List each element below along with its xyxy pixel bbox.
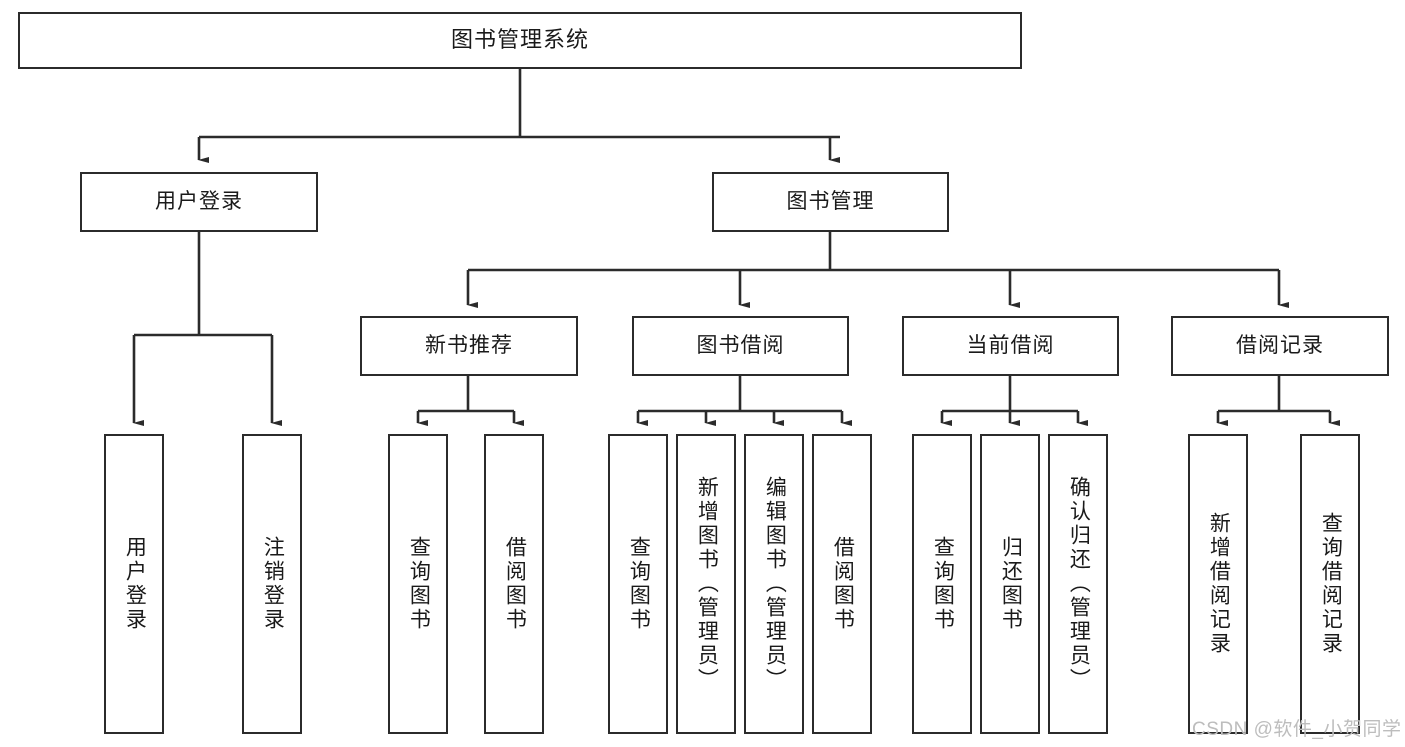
node-root-system[interactable]: 图书管理系统 [18, 12, 1022, 69]
leaf-new-book-borrow[interactable]: 借阅图书 [484, 434, 544, 734]
leaf-borrow-borrow-book[interactable]: 借阅图书 [812, 434, 872, 734]
leaf-records-add-record[interactable]: 新增借阅记录 [1188, 434, 1248, 734]
leaf-new-book-query-label: 查询图书 [407, 536, 431, 632]
node-current-borrow-label: 当前借阅 [966, 334, 1055, 358]
node-user-login-label: 用户登录 [155, 190, 243, 214]
leaf-borrow-edit-book-admin-label: 编辑图书（管理员） [763, 476, 787, 692]
leaf-current-query-book[interactable]: 查询图书 [912, 434, 972, 734]
leaf-new-book-borrow-label: 借阅图书 [503, 536, 527, 632]
node-new-book-recommend[interactable]: 新书推荐 [360, 316, 578, 376]
node-root-system-label: 图书管理系统 [450, 27, 589, 53]
node-book-borrow[interactable]: 图书借阅 [632, 316, 849, 376]
csdn-watermark: CSDN @软件_小贺同学 [1192, 719, 1402, 740]
node-borrow-records[interactable]: 借阅记录 [1171, 316, 1389, 376]
leaf-borrow-add-book-admin[interactable]: 新增图书（管理员） [676, 434, 736, 734]
leaf-new-book-query[interactable]: 查询图书 [388, 434, 448, 734]
leaf-borrow-query-book-label: 查询图书 [627, 536, 651, 632]
leaf-current-query-book-label: 查询图书 [931, 536, 955, 632]
leaf-user-login-signout-label: 注销登录 [261, 536, 285, 632]
node-new-book-recommend-label: 新书推荐 [425, 334, 513, 358]
node-user-login[interactable]: 用户登录 [80, 172, 318, 232]
leaf-borrow-borrow-book-label: 借阅图书 [831, 536, 855, 632]
leaf-records-query-record-label: 查询借阅记录 [1319, 512, 1343, 656]
leaf-user-login-signin-label: 用户登录 [123, 536, 147, 632]
leaf-user-login-signout[interactable]: 注销登录 [242, 434, 302, 734]
node-current-borrow[interactable]: 当前借阅 [902, 316, 1119, 376]
node-borrow-records-label: 借阅记录 [1236, 334, 1324, 358]
leaf-current-confirm-return-admin[interactable]: 确认归还（管理员） [1048, 434, 1108, 734]
leaf-current-return-book[interactable]: 归还图书 [980, 434, 1040, 734]
node-book-borrow-label: 图书借阅 [696, 334, 785, 358]
leaf-records-query-record[interactable]: 查询借阅记录 [1300, 434, 1360, 734]
leaf-borrow-edit-book-admin[interactable]: 编辑图书（管理员） [744, 434, 804, 734]
leaf-current-return-book-label: 归还图书 [999, 536, 1023, 632]
leaf-user-login-signin[interactable]: 用户登录 [104, 434, 164, 734]
leaf-current-confirm-return-admin-label: 确认归还（管理员） [1067, 476, 1091, 692]
leaf-borrow-query-book[interactable]: 查询图书 [608, 434, 668, 734]
leaf-records-add-record-label: 新增借阅记录 [1207, 512, 1231, 656]
leaf-borrow-add-book-admin-label: 新增图书（管理员） [695, 476, 719, 692]
node-book-management-label: 图书管理 [786, 190, 875, 214]
node-book-management[interactable]: 图书管理 [712, 172, 949, 232]
